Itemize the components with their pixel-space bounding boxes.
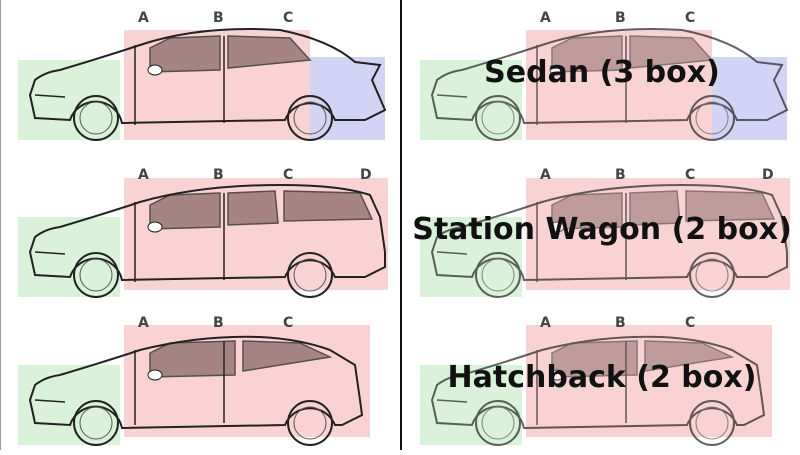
- car-sedan-drawing: [28, 28, 387, 141]
- pillar-label-b: B: [213, 10, 224, 26]
- left-edge-line: [0, 0, 1, 450]
- front-wheel: [475, 400, 521, 446]
- pillar-label-b: B: [615, 10, 626, 26]
- front-wheel: [73, 95, 119, 141]
- pillar-label-d: D: [360, 167, 372, 183]
- front-box: [18, 365, 120, 445]
- pillar-label-a: A: [138, 315, 149, 331]
- trunk-box: [712, 57, 787, 140]
- right-panel: A B C Sedan (3 box) A B C D Station Wagon (2 b…: [402, 0, 800, 450]
- car-hatch-drawing: [430, 335, 766, 446]
- rear-wheel: [689, 252, 735, 298]
- pillar-label-c: C: [283, 10, 294, 26]
- front-box: [18, 217, 120, 297]
- rear-wheel: [287, 252, 333, 298]
- rear-wheel: [689, 95, 735, 141]
- pillar-label-c: C: [685, 10, 696, 26]
- car-window: [149, 340, 333, 378]
- car-hatch-drawing: [28, 335, 364, 446]
- front-box: [18, 60, 120, 140]
- pillar-label-c: C: [685, 315, 696, 331]
- pillar-label-d: D: [762, 167, 774, 183]
- trunk-box: [310, 57, 385, 140]
- car-sedan-drawing: [430, 28, 789, 141]
- pillar-label-c: C: [283, 167, 294, 183]
- pillar-label-a: A: [540, 10, 551, 26]
- front-box: [420, 365, 522, 445]
- rear-wheel: [287, 400, 333, 446]
- car-wagon-drawing: [430, 183, 788, 298]
- car-body: [430, 335, 766, 430]
- left-panel: A B C A B C D A B C: [0, 0, 400, 450]
- pillar-label-a: A: [138, 167, 149, 183]
- car-type-label: Sedan (3 box): [484, 55, 720, 90]
- car-window: [149, 190, 374, 230]
- car-body: [28, 335, 364, 430]
- front-wheel: [475, 252, 521, 298]
- pillar-label-b: B: [213, 167, 224, 183]
- car-wagon-drawing: [28, 183, 386, 298]
- pillar-label-b: B: [615, 167, 626, 183]
- car-body: [28, 183, 386, 282]
- car-body: [430, 28, 789, 125]
- car-body: [28, 28, 387, 125]
- pillar-label-c: C: [283, 315, 294, 331]
- pillar-label-a: A: [540, 167, 551, 183]
- pillar-label-a: A: [540, 315, 551, 331]
- front-wheel: [73, 400, 119, 446]
- panel-divider: [400, 0, 402, 450]
- car-type-label: Station Wagon (2 box): [412, 212, 792, 247]
- pillar-label-b: B: [213, 315, 224, 331]
- pillar-label-a: A: [138, 10, 149, 26]
- car-type-label: Hatchback (2 box): [447, 360, 757, 395]
- front-box: [420, 60, 522, 140]
- front-wheel: [73, 252, 119, 298]
- front-wheel: [475, 95, 521, 141]
- pillar-label-c: C: [685, 167, 696, 183]
- car-window: [149, 35, 312, 73]
- pillar-label-b: B: [615, 315, 626, 331]
- front-box: [420, 217, 522, 297]
- rear-wheel: [689, 400, 735, 446]
- car-body: [430, 183, 788, 282]
- rear-wheel: [287, 95, 333, 141]
